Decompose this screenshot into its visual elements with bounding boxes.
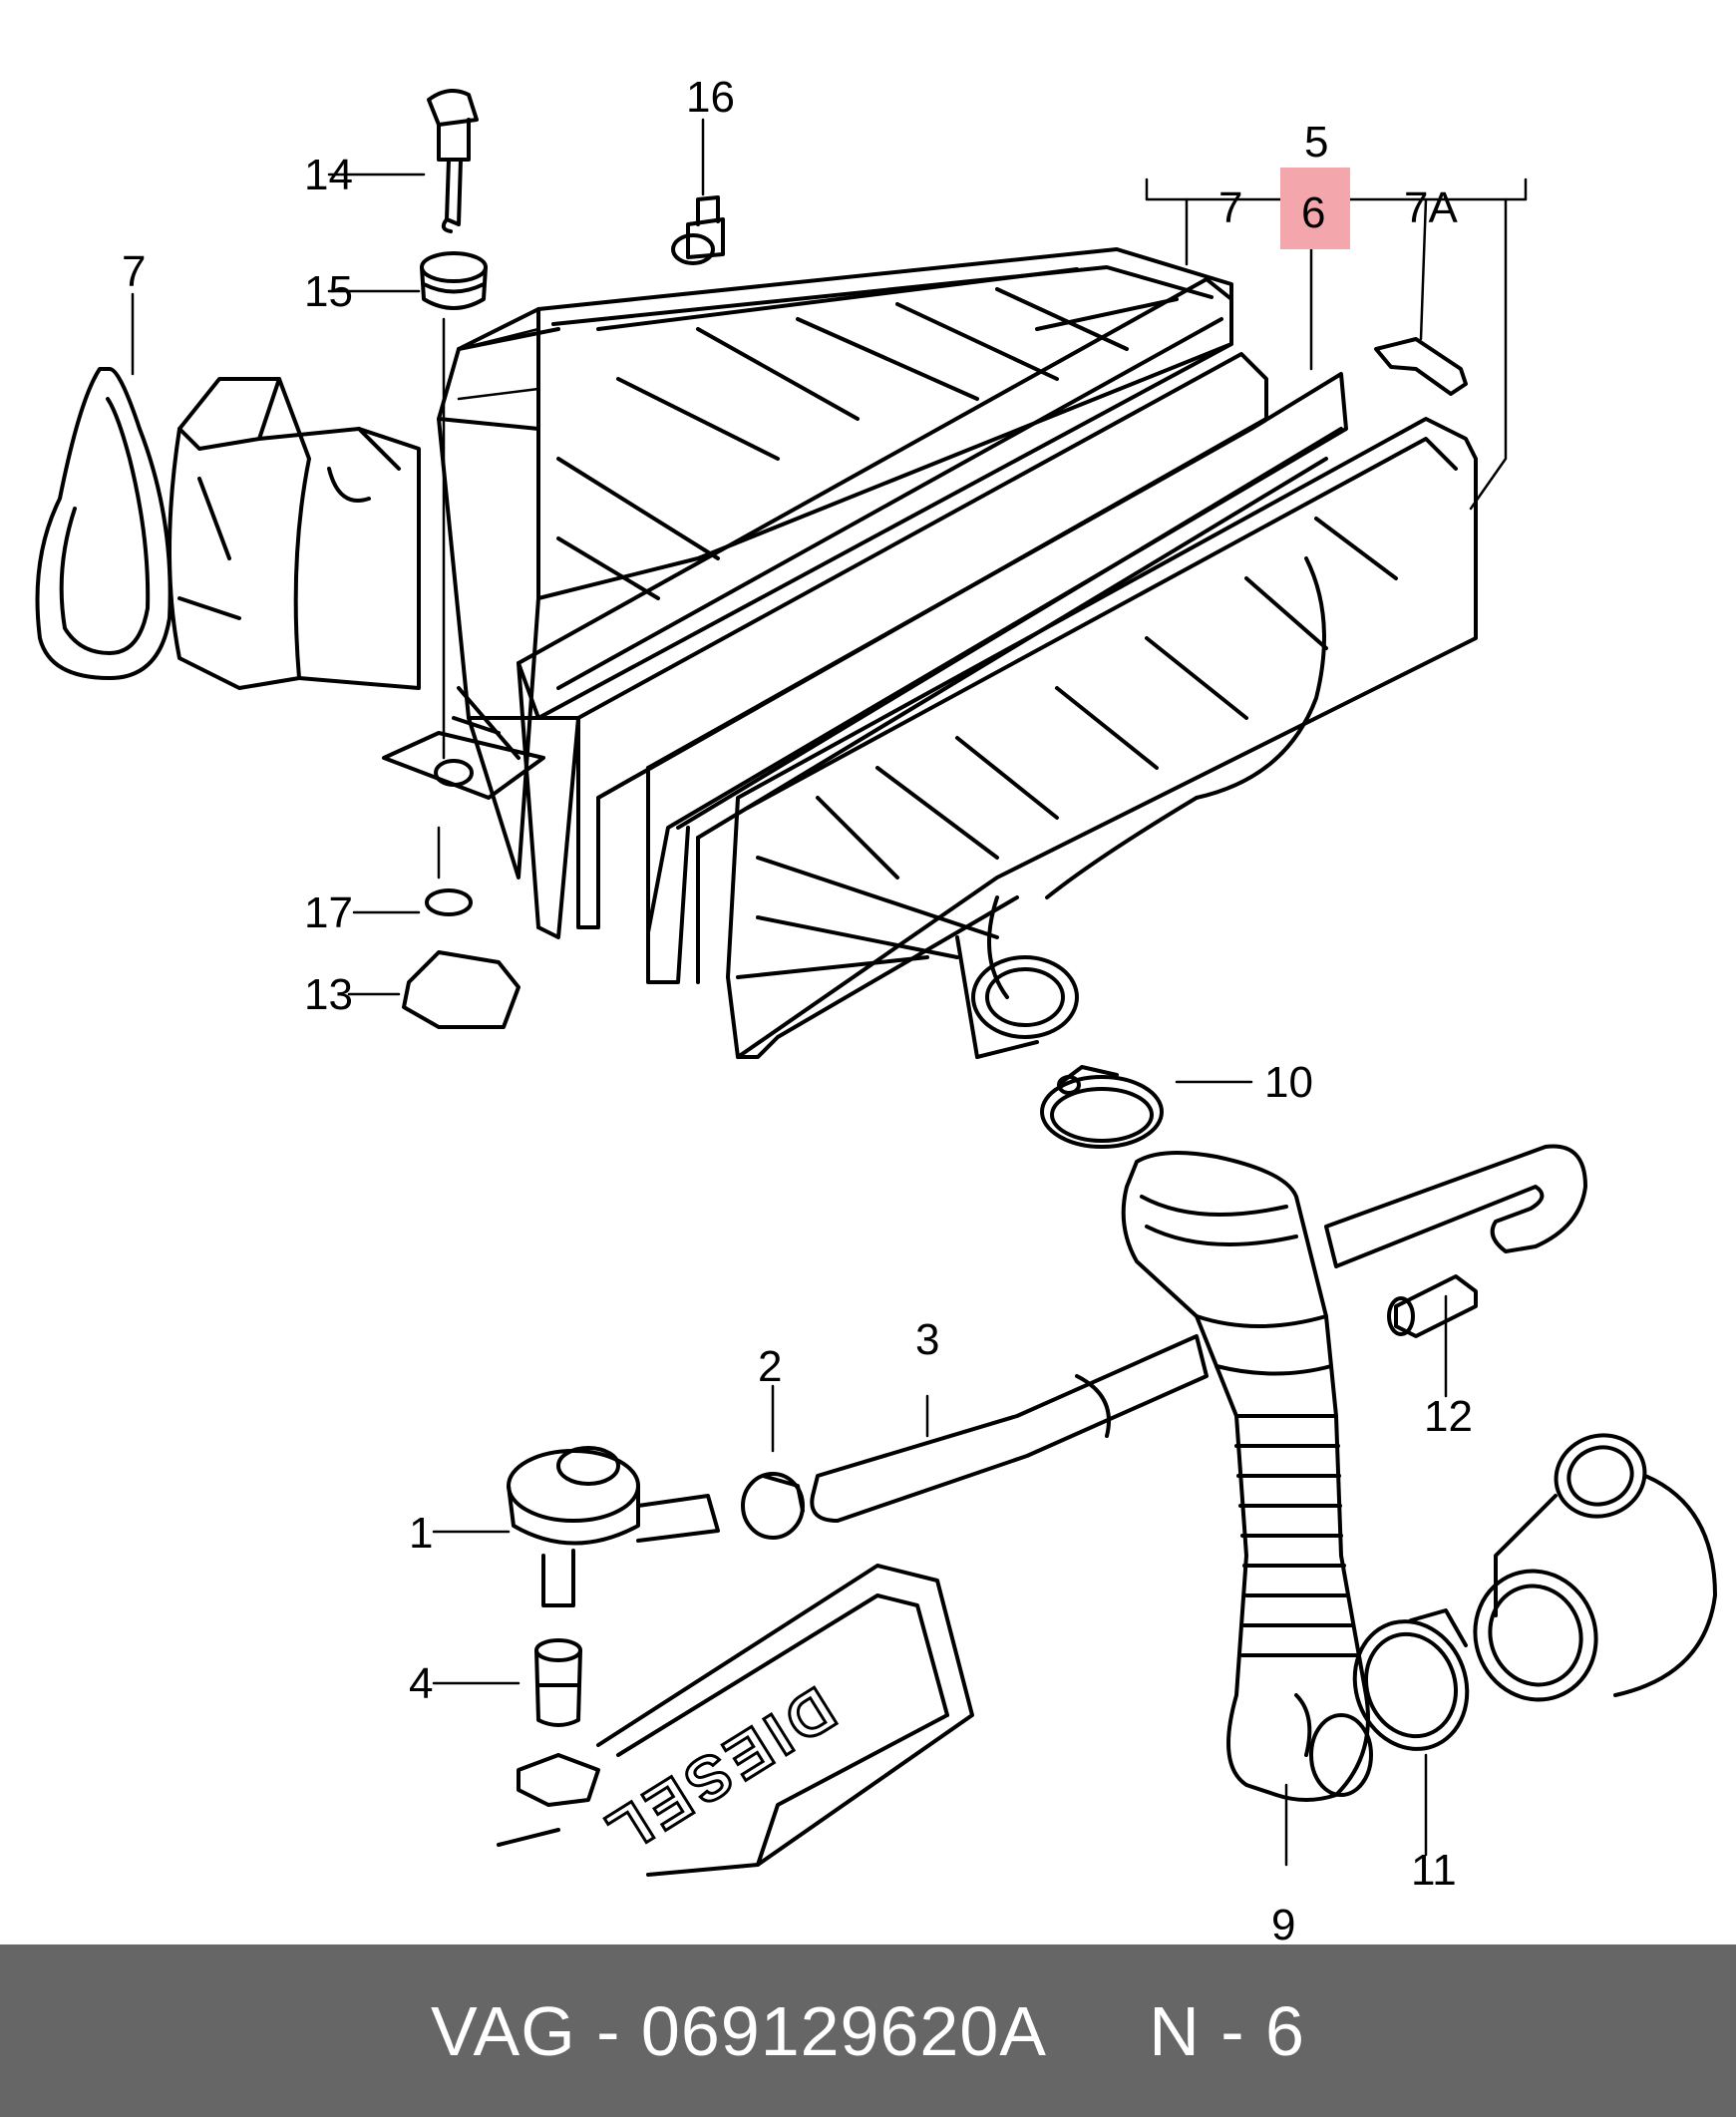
housing-gasket-frame — [517, 277, 1233, 939]
hose-3-drawing — [810, 1334, 1209, 1523]
valve-1-drawing — [507, 1446, 720, 1607]
callout-1: 1 — [409, 1509, 433, 1558]
callout-14: 14 — [304, 151, 353, 199]
callout-6: 6 — [1301, 188, 1325, 237]
intake-hose-9-drawing — [1121, 1151, 1373, 1802]
connector-12-drawing — [1387, 1274, 1478, 1338]
callout-11: 11 — [1411, 1846, 1457, 1895]
exploded-parts-diagram: DIESEL 16 14 15 7 5 7 6 7A 17 13 10 12 3… — [35, 73, 1717, 1944]
footer-gap — [1047, 1991, 1149, 2071]
filter-element-drawing — [576, 352, 1348, 984]
cap-4-drawing — [534, 1638, 582, 1727]
callout-7-right: 7 — [1218, 183, 1242, 232]
callout-16: 16 — [686, 73, 735, 122]
washer-17-drawing — [425, 888, 473, 916]
footer-part-number: 069129620A — [640, 1991, 1047, 2070]
part-number-footer: VAG - 069129620A N - 6 — [0, 1944, 1736, 2117]
callout-13: 13 — [304, 970, 353, 1019]
callout-9: 9 — [1271, 1901, 1295, 1944]
callout-3: 3 — [915, 1315, 939, 1364]
callout-12: 12 — [1424, 1392, 1473, 1441]
callout-2: 2 — [758, 1342, 782, 1391]
cover-lettering: DIESEL — [590, 1673, 847, 1869]
turbo-outlet-drawing — [1473, 1433, 1717, 1702]
callout-4: 4 — [409, 1659, 433, 1708]
footer-page-ref: N - 6 — [1149, 1991, 1305, 2070]
intake-duct-drawing — [35, 367, 421, 690]
callout-5: 5 — [1304, 118, 1328, 167]
clip-13-drawing — [402, 950, 521, 1029]
footer-brand: VAG — [431, 1991, 576, 2070]
footer-separator: - — [575, 1991, 641, 2070]
breather-hose-drawing — [1324, 1144, 1587, 1268]
air-cleaner-upper-housing — [382, 247, 1233, 880]
callout-10: 10 — [1264, 1058, 1313, 1107]
clamp-2-drawing — [741, 1472, 805, 1540]
callout-labels: 16 14 15 7 5 7 6 7A 17 13 10 12 3 2 1 4 … — [122, 73, 1473, 1944]
nut-drawing — [517, 1753, 600, 1807]
hose-3-band — [1075, 1374, 1111, 1438]
callout-15: 15 — [304, 267, 353, 316]
highlight-box-6 — [1280, 168, 1350, 249]
bracket-7a-drawing — [1374, 337, 1468, 396]
air-cleaner-lower-housing — [726, 417, 1478, 1059]
callout-17: 17 — [304, 888, 353, 937]
wing-bolt-14-drawing — [427, 89, 479, 233]
callout-7a: 7A — [1404, 183, 1458, 232]
callout-7-left: 7 — [122, 247, 146, 296]
bolt-16-drawing — [671, 195, 725, 265]
grommet-15-drawing — [420, 251, 488, 310]
valve-cover-drawing — [497, 1564, 974, 1877]
hose-clamp-10-drawing — [1040, 1065, 1164, 1149]
clamp-11-drawing — [1352, 1608, 1470, 1751]
